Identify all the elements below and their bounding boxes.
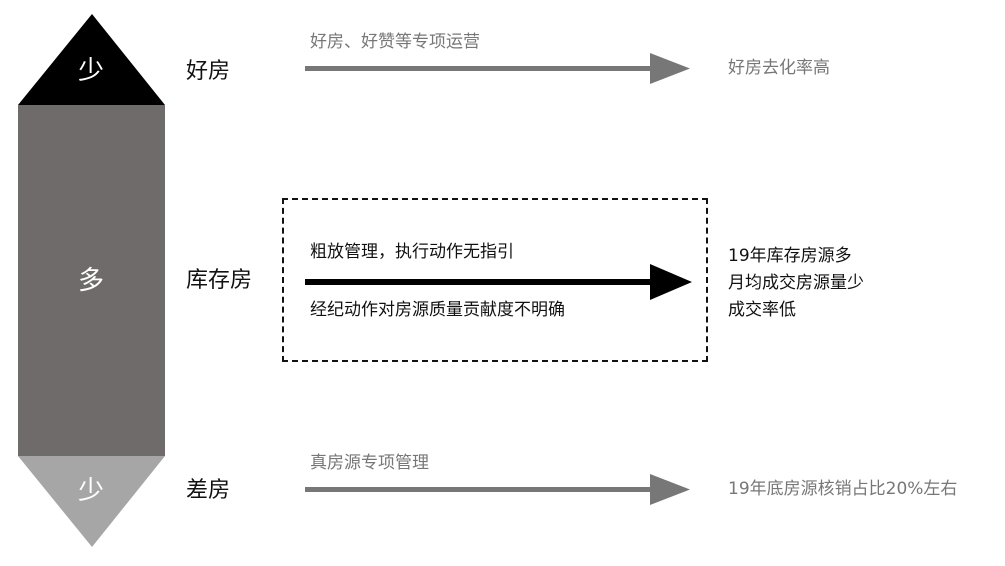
arrow-poor-house [305, 474, 690, 505]
top-label: 少 [77, 56, 104, 86]
bottom-label: 少 [77, 476, 104, 506]
result-poor-house: 19年底房源核销占比20%左右 [728, 479, 958, 499]
result-inventory-line-2: 月均成交房源量少 [728, 273, 864, 293]
caption-good-house: 好房、好赞等专项运营 [310, 32, 480, 52]
row-label-good-house: 好房 [186, 59, 231, 84]
quantity-bar [18, 14, 165, 547]
result-inventory-line-3: 成交率低 [728, 300, 796, 320]
highlight-box [282, 198, 708, 362]
bottom-triangle [18, 456, 165, 547]
row-label-poor-house: 差房 [186, 478, 231, 503]
caption-poor-house: 真房源专项管理 [310, 453, 429, 473]
middle-label: 多 [77, 266, 104, 296]
result-good-house: 好房去化率高 [728, 58, 830, 78]
caption-inventory-top: 粗放管理，执行动作无指引 [310, 242, 514, 262]
middle-block [18, 105, 165, 456]
arrow-good-house [305, 53, 690, 84]
arrow-inventory-house [305, 264, 692, 300]
row-label-inventory-house: 库存房 [186, 268, 253, 293]
caption-inventory-bottom: 经纪动作对房源质量贡献度不明确 [310, 300, 565, 320]
top-triangle [18, 14, 165, 105]
result-inventory-line-1: 19年库存房源多 [728, 246, 852, 266]
